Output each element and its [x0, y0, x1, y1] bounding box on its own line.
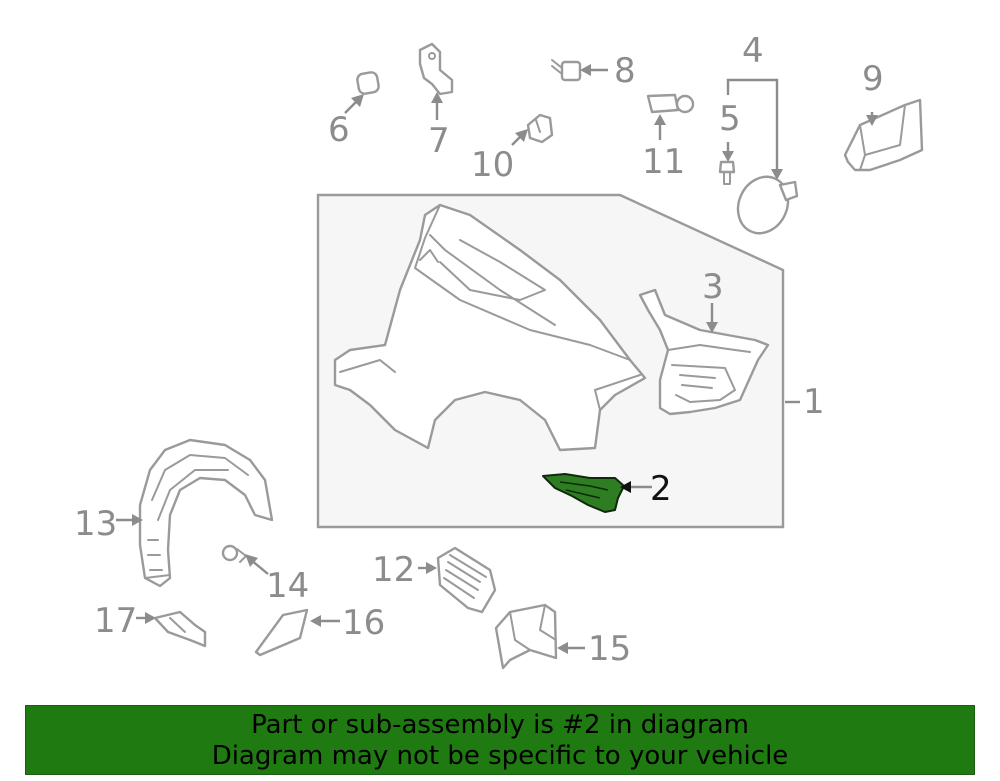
callout-16: 16	[342, 603, 385, 643]
callout-13: 13	[74, 504, 117, 544]
footer-line-2: Diagram may not be specific to your vehi…	[211, 741, 789, 771]
bracket-part-15[interactable]	[494, 603, 558, 670]
bolt-part-14[interactable]	[221, 544, 247, 563]
bracket-part-17[interactable]	[153, 610, 207, 648]
fender-liner-part-13[interactable]	[138, 438, 274, 588]
screw-part-8[interactable]	[551, 59, 582, 82]
leader-lines	[116, 64, 878, 654]
vent-grille-part-12[interactable]	[436, 546, 497, 614]
clip-part-10[interactable]	[526, 113, 554, 144]
callout-3: 3	[702, 267, 724, 307]
callout-12: 12	[372, 550, 415, 590]
callout-2: 2	[650, 469, 672, 509]
quarter-panel-part[interactable]	[333, 203, 647, 452]
footer-line-1: Part or sub-assembly is #2 in diagram	[251, 710, 749, 740]
callout-4: 4	[742, 31, 764, 71]
callout-5: 5	[719, 99, 741, 139]
fuel-door-part-4[interactable]	[729, 169, 799, 242]
tail-bracket-part-3[interactable]	[638, 288, 770, 416]
callout-15: 15	[588, 629, 631, 669]
bracket-part-9[interactable]	[843, 98, 924, 172]
callout-11: 11	[642, 142, 685, 182]
footer-banner: Part or sub-assembly is #2 in diagram Di…	[25, 705, 975, 775]
parts-diagram: 1 2 3 4 5 6 7 8 9 10 11 12 13 14 15 16 1…	[74, 31, 924, 670]
hinge-bracket-part-7[interactable]	[418, 42, 454, 96]
plug-part-6[interactable]	[356, 71, 380, 95]
bolt-part-5[interactable]	[718, 160, 736, 185]
callout-9: 9	[862, 59, 884, 99]
callout-7: 7	[428, 121, 450, 161]
callout-17: 17	[94, 601, 137, 641]
callout-10: 10	[471, 145, 514, 185]
trim-part-16[interactable]	[254, 608, 309, 657]
callout-8: 8	[614, 51, 636, 91]
fastener-part-11[interactable]	[646, 93, 695, 114]
callout-1: 1	[803, 382, 825, 422]
callout-6: 6	[328, 110, 350, 150]
callout-14: 14	[266, 566, 309, 606]
highlighted-part-2[interactable]	[542, 473, 625, 513]
